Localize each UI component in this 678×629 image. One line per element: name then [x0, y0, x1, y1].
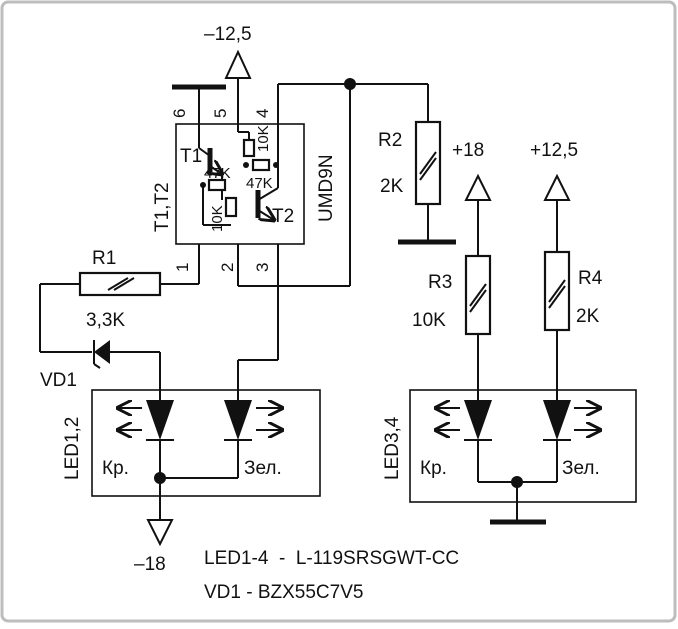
- r1-ref-label: R1: [92, 248, 116, 269]
- zener-vd1: [94, 340, 110, 364]
- ic-part-label: UMD9N: [316, 154, 337, 222]
- resistor-10k-a-label: 10K: [209, 205, 226, 232]
- led12-red-label: Кр.: [102, 458, 129, 479]
- note-led-part: LED1-4 - L-119SRSGWT-CC: [204, 548, 459, 569]
- led12-green-diode: [224, 400, 252, 440]
- vd1-ref-label: VD1: [40, 370, 77, 391]
- resistor-10k-b: [242, 138, 256, 158]
- r3-ref-label: R3: [428, 272, 452, 293]
- ic-ref-label: T1,T2: [152, 182, 173, 232]
- led12-ref-label: LED1,2: [62, 417, 83, 480]
- pin-3-label: 3: [253, 263, 272, 272]
- r1-value-label: 3,3K: [86, 310, 125, 331]
- r3-branch: +18 R3 10K: [412, 140, 492, 400]
- supply-arrow-minus-12-5: [224, 49, 252, 79]
- supply-arrow-minus-18: [146, 519, 174, 547]
- led34-outline: [409, 389, 637, 503]
- ic-umd9n: 6 5 4 T1 47K 10K 10K 47K T2 T1,T2: [152, 24, 428, 360]
- led34-green-label: Зел.: [562, 458, 600, 479]
- t1-label: T1: [180, 146, 202, 167]
- led34-red-diode: [464, 400, 492, 440]
- resistor-47k-a-label: 47K: [204, 165, 231, 182]
- r2-branch: R2 2K: [378, 84, 456, 245]
- r2-ref-label: R2: [378, 130, 402, 151]
- pin-1-label: 1: [173, 263, 192, 272]
- led12-outline: [91, 389, 321, 497]
- pin-5-label: 5: [211, 109, 230, 118]
- note-vd-part: VD1 - BZX55C7V5: [204, 582, 363, 603]
- r4-value-label: 2K: [576, 306, 600, 327]
- pin-6-label: 6: [170, 109, 189, 118]
- led34-package: LED3,4 Кр. Зел.: [382, 389, 637, 525]
- r4-ref-label: R4: [578, 268, 603, 289]
- resistor-47k-a: [207, 178, 227, 192]
- led34-green-diode: [543, 400, 571, 440]
- resistor-r1: [78, 271, 162, 297]
- r1-vd1-branch: R1 3,3K VD1: [39, 248, 199, 400]
- pin-2-label: 2: [218, 263, 237, 272]
- led34-red-label: Кр.: [420, 458, 447, 479]
- led12-green-label: Зел.: [244, 458, 282, 479]
- t2-label: T2: [272, 206, 294, 227]
- led34-ref-label: LED3,4: [382, 416, 403, 480]
- resistor-10k-b-label: 10K: [255, 125, 272, 152]
- resistor-47k-b-label: 47K: [246, 175, 273, 192]
- led12-red-diode: [146, 400, 174, 440]
- supply-plus-18-label: +18: [452, 140, 484, 161]
- resistor-10k-a: [224, 196, 238, 218]
- supply-minus-12-5-label: –12,5: [204, 24, 252, 45]
- resistor-47k-b: [251, 158, 271, 172]
- supply-minus-18-label: –18: [134, 554, 166, 575]
- supply-plus-12-5-label: +12,5: [530, 140, 578, 161]
- r2-value-label: 2K: [380, 176, 404, 197]
- r3-value-label: 10K: [412, 310, 446, 331]
- r4-branch: +12,5 R4 2K: [530, 140, 603, 400]
- ic-package-outline: [175, 123, 305, 245]
- led12-package: LED1,2 Кр. Зел. –18: [62, 359, 321, 575]
- pin-4-label: 4: [253, 109, 272, 118]
- resistor-r2: [414, 120, 442, 206]
